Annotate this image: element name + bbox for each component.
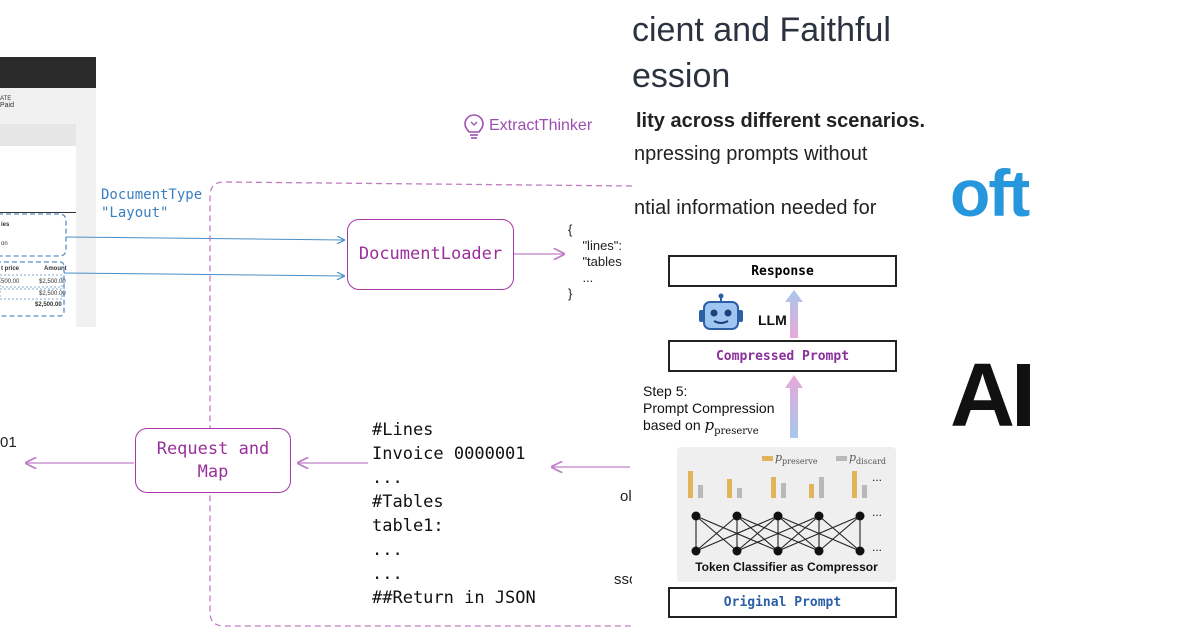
original-prompt-box: Original Prompt: [668, 587, 897, 618]
ellipsis-bars: ...: [872, 470, 883, 484]
ellipsis-row2: ...: [872, 540, 883, 554]
document-loader-box: DocumentLoader: [347, 219, 514, 290]
robot-icon: [699, 293, 743, 330]
dashed-container: [209, 181, 632, 627]
invoice-section-header: [0, 124, 76, 146]
compressed-prompt-box: Compressed Prompt: [668, 340, 897, 372]
llm-label: LLM: [758, 312, 787, 328]
legend-discard: pdiscard: [849, 451, 887, 467]
arrow-layout-to-loader-1: [65, 237, 344, 240]
invoice-col-price: t price: [1, 266, 20, 272]
request-and-map-label: Request and Map: [156, 438, 270, 482]
invoice-date-label: ATE: [0, 96, 12, 102]
legend-preserve-swatch: [762, 456, 773, 461]
invoice-header-bar: [0, 57, 96, 88]
invoice-body: [0, 146, 76, 327]
compressed-prompt-label: Compressed Prompt: [715, 348, 850, 364]
legend-preserve: ppreserve: [775, 451, 818, 467]
layout-selection-header: [0, 213, 67, 257]
slide-title-line1: cient and Faithful: [632, 11, 891, 49]
arrow-llm-up: [785, 290, 803, 338]
arrow-layout-to-loader-2: [63, 273, 344, 276]
slide-title-line2: ession: [632, 57, 731, 95]
request-and-map-box: Request and Map: [135, 428, 291, 493]
invoice-row-amount: $2,500.00: [39, 279, 66, 285]
response-label: Response: [751, 263, 814, 279]
ellipsis-row1: ...: [872, 505, 883, 519]
step-label: Step 5: Prompt Compression based on ppre…: [643, 383, 775, 440]
json-output: { "lines": "tables ... }: [568, 222, 623, 301]
logo-text: ExtractThinker: [489, 117, 593, 134]
slide-line2: npressing prompts without: [634, 143, 868, 165]
legend-discard-swatch: [836, 456, 847, 461]
document-type-label: DocumentType "Layout": [101, 187, 203, 221]
output-cut-text: 01: [0, 434, 17, 451]
token-classifier-graphic: [688, 456, 867, 556]
layout-selection-table: [0, 261, 65, 317]
p-preserve-symbol: p: [704, 416, 715, 434]
token-classifier-label: Token Classifier as Compressor: [695, 560, 878, 574]
invoice-subtotal: $2,500.00: [39, 291, 66, 297]
diagram-connectors: [0, 181, 632, 627]
invoice-item-desc: on: [1, 241, 8, 247]
invoice-status: Paid: [0, 102, 15, 109]
invoice-item-label: ies: [1, 222, 10, 228]
slide-line3: ntial information needed for: [634, 197, 877, 219]
invoice-total: $2,500.00: [35, 302, 62, 308]
brand-text-ai: AI: [950, 346, 1036, 446]
cut-text-ol: ol: [620, 488, 632, 505]
neural-network: [695, 515, 861, 552]
flow-arrows: [785, 290, 803, 438]
lightbulb-icon: [464, 114, 484, 139]
prompt-code: #Lines Invoice 0000001 ... #Tables table…: [372, 420, 536, 608]
network-nodes: [691, 511, 865, 556]
document-loader-label: DocumentLoader: [358, 244, 503, 264]
p-preserve-subscript: preserve: [714, 425, 759, 437]
invoice-col-amount: Amount: [44, 266, 67, 272]
token-bars: [688, 471, 867, 498]
brand-text-oft: oft: [950, 156, 1030, 230]
invoice-row-price: 500.00: [1, 279, 20, 285]
cut-text-ssor: ssor: [614, 571, 632, 588]
llmlingua-slide: cient and Faithful ession lity across di…: [610, 0, 1200, 630]
extractthinker-diagram: ATE Paid ies on t price Amount 500.00 $2…: [0, 57, 632, 627]
arrow-compression-up: [785, 375, 803, 438]
response-box: Response: [668, 255, 897, 287]
slide-bold-line: lity across different scenarios.: [636, 110, 926, 132]
original-prompt-label: Original Prompt: [723, 595, 842, 610]
step-text: Step 5: Prompt Compression based on: [643, 383, 775, 433]
extractthinker-logo: ExtractThinker: [462, 113, 592, 139]
